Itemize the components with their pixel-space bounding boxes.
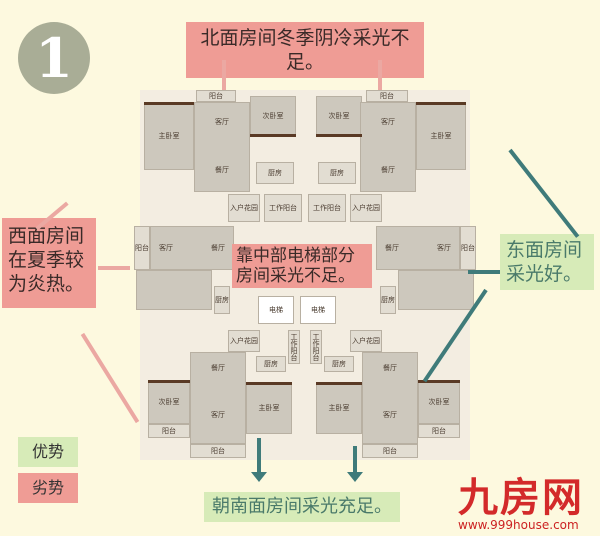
wall xyxy=(246,382,292,385)
east-callout-line1: 东面房间 xyxy=(506,239,583,261)
west-pointer-mid xyxy=(98,266,130,270)
south-arrow-left xyxy=(257,438,261,476)
room-w-balcony: 阳台 xyxy=(134,226,150,270)
arrow-down-icon xyxy=(347,472,363,482)
core-work-left: 工作阳台 xyxy=(288,330,300,364)
core-kitchen-right: 厨房 xyxy=(324,356,354,372)
wall xyxy=(148,380,190,383)
south-arrow-right xyxy=(353,446,357,476)
core-entry-left: 入户花园 xyxy=(228,330,260,352)
step-number-badge: 1 xyxy=(18,22,90,94)
north-pointer-left xyxy=(222,60,226,102)
room-sw-second: 次卧室 xyxy=(148,380,190,424)
room-nw-balcony: 阳台 xyxy=(196,90,236,102)
room-sw-balcony2: 阳台 xyxy=(190,444,246,458)
core-entry-right: 入户花园 xyxy=(350,330,382,352)
room-nw-master: 主卧室 xyxy=(144,102,194,170)
elevator-2: 电梯 xyxy=(300,296,336,324)
room-ne-second: 次卧室 xyxy=(316,96,362,136)
wall xyxy=(144,102,194,105)
room-e-dining: 餐厅 xyxy=(385,244,399,252)
east-callout: 东面房间 采光好。 xyxy=(500,234,594,290)
center-callout: 靠中部电梯部分 房间采光不足。 xyxy=(232,244,372,288)
room-nw-second: 次卧室 xyxy=(250,96,296,136)
logo-title: 九房网 xyxy=(458,475,584,521)
wall xyxy=(316,134,362,137)
room-w-living-dining: 客厅 餐厅 xyxy=(150,226,234,270)
room-ne-entry: 入户花园 xyxy=(350,194,382,222)
room-ne-master: 主卧室 xyxy=(416,102,466,170)
room-w-kitchen: 厨房 xyxy=(214,286,230,314)
west-callout-line3: 为炎热。 xyxy=(8,273,85,295)
room-w-dining: 餐厅 xyxy=(211,244,225,252)
elevator-1: 电梯 xyxy=(258,296,294,324)
east-pointer-mid xyxy=(468,270,500,274)
room-se-living: 客厅 xyxy=(383,411,397,419)
room-w-living: 客厅 xyxy=(159,244,173,252)
room-e-living: 客厅 xyxy=(437,244,451,252)
room-se-balcony1: 阳台 xyxy=(418,424,460,438)
room-ne-work-balcony: 工作阳台 xyxy=(308,194,346,222)
west-callout-line1: 西面房间 xyxy=(8,225,85,247)
room-ne-kitchen: 厨房 xyxy=(318,162,356,184)
wall xyxy=(316,382,362,385)
room-sw-dining: 餐厅 xyxy=(190,352,246,444)
room-ne-living: 客厅 xyxy=(360,102,416,192)
south-callout: 朝南面房间采光充足。 xyxy=(204,492,400,522)
wall xyxy=(418,380,460,383)
room-e-living-dining: 餐厅 客厅 xyxy=(376,226,460,270)
room-sw-living: 客厅 xyxy=(211,411,225,419)
wall xyxy=(416,102,466,105)
room-se-second: 次卧室 xyxy=(418,380,460,424)
room-nw-kitchen: 厨房 xyxy=(256,162,294,184)
room-ne-dining: 餐厅 xyxy=(381,166,395,174)
center-callout-line1: 靠中部电梯部分 xyxy=(236,246,355,266)
wall xyxy=(250,134,296,137)
west-callout-line2: 在夏季较 xyxy=(8,249,85,271)
site-logo: 九房网 www.999house.com xyxy=(458,476,598,532)
room-nw-living: 客厅 xyxy=(194,102,250,192)
east-callout-line2: 采光好。 xyxy=(506,263,583,285)
north-pointer-right xyxy=(378,60,382,102)
room-ne-balcony: 阳台 xyxy=(366,90,408,102)
core-kitchen-left: 厨房 xyxy=(256,356,286,372)
room-nw-work-balcony: 工作阳台 xyxy=(264,194,302,222)
core-work-right: 工作阳台 xyxy=(310,330,322,364)
room-se-master: 主卧室 xyxy=(316,382,362,434)
room-e-bedroom xyxy=(398,270,474,310)
room-se-balcony2: 阳台 xyxy=(362,444,418,458)
west-callout: 西面房间 在夏季较 为炎热。 xyxy=(2,218,96,308)
room-sw-balcony1: 阳台 xyxy=(148,424,190,438)
east-pointer-up xyxy=(508,148,580,238)
arrow-down-icon xyxy=(251,472,267,482)
logo-url: www.999house.com xyxy=(458,518,579,532)
legend-advantage: 优势 xyxy=(18,437,78,467)
legend-disadvantage: 劣势 xyxy=(18,473,78,503)
west-pointer-down xyxy=(80,332,140,424)
room-w-bedroom xyxy=(136,270,212,310)
room-e-kitchen: 厨房 xyxy=(380,286,396,314)
room-nw-entry: 入户花园 xyxy=(228,194,260,222)
room-nw-dining: 餐厅 xyxy=(215,166,229,174)
room-e-balcony: 阳台 xyxy=(460,226,476,270)
room-sw-master: 主卧室 xyxy=(246,382,292,434)
room-se-dining: 餐厅 xyxy=(362,352,418,444)
center-callout-line2: 房间采光不足。 xyxy=(236,266,355,286)
